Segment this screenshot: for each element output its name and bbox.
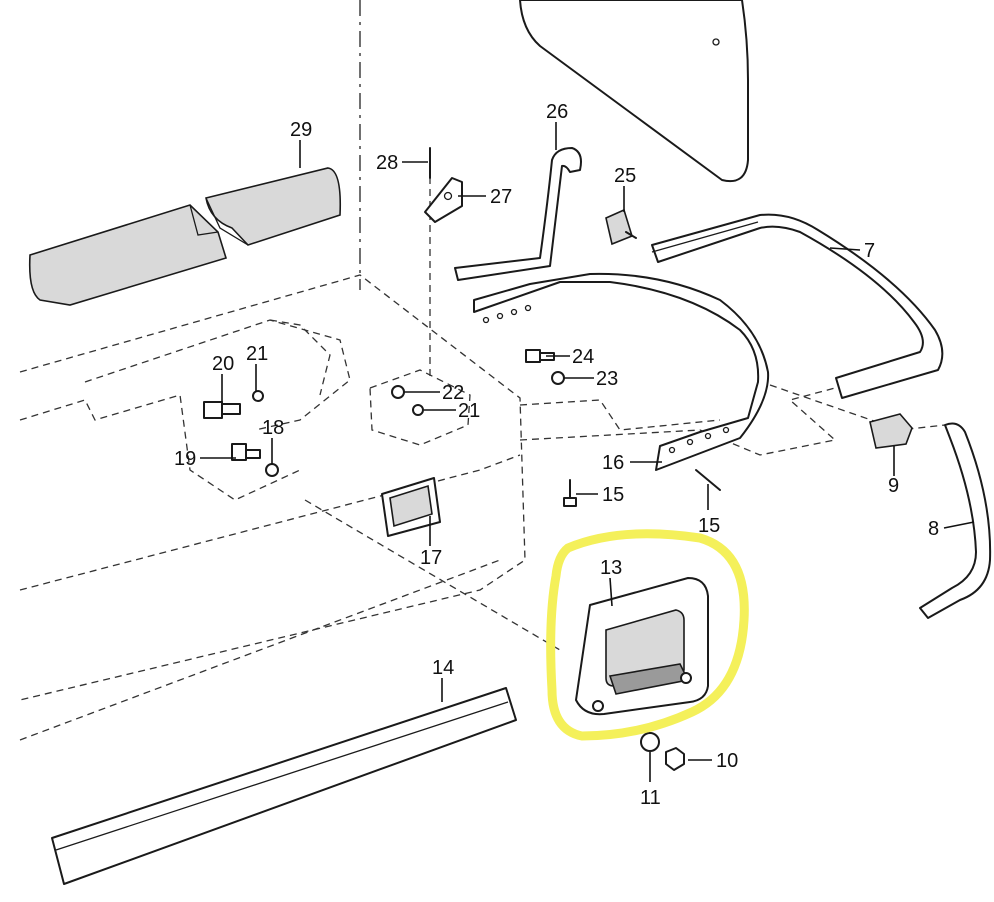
part-27-hole: [443, 191, 453, 201]
callout-28: 28: [376, 152, 398, 174]
hardware-15-screw-top: [563, 479, 577, 507]
hardware-18-washer: [265, 463, 279, 477]
part-25-clip: [605, 208, 633, 246]
callout-14: 14: [432, 657, 454, 679]
hardware-21-washer: [252, 390, 264, 402]
callout-21: 21: [246, 343, 268, 365]
callout-15: 15: [602, 484, 624, 506]
part-17-reflector: [381, 477, 441, 537]
part-25-stud: [625, 231, 637, 239]
part-16-support-bracket: [473, 272, 770, 471]
guide-line-13: [304, 499, 561, 651]
part-8-handle-rod: [919, 422, 992, 619]
hardware-10-nut: [665, 747, 685, 771]
callout-17: 17: [420, 547, 442, 569]
leader-lines: [200, 122, 975, 782]
callout-11: 11: [640, 787, 661, 809]
part-29-seat-cushion: [28, 167, 342, 306]
callout-labels: 29 28 27 26 25 7 20 21 22 21 24 23 19 18…: [174, 101, 939, 809]
hardware-11-washer: [640, 732, 660, 752]
hardware-19-bolt: [231, 443, 261, 461]
callout-26: 26: [546, 101, 568, 123]
highlight-circle: [546, 529, 749, 741]
callout-8: 8: [928, 518, 939, 540]
callout-10: 10: [716, 750, 738, 772]
door-panel-hole: [712, 38, 720, 46]
callout-15-second: 15: [698, 515, 720, 537]
hardware-22-nut: [391, 385, 405, 399]
hardware-23-washer: [551, 371, 565, 385]
callout-9: 9: [888, 475, 899, 497]
callout-18: 18: [262, 417, 284, 439]
hardware-20-bolt: [203, 401, 241, 419]
callout-22: 22: [442, 382, 464, 404]
callout-24: 24: [572, 346, 594, 368]
callout-20: 20: [212, 353, 234, 375]
guide-line-16: [519, 399, 721, 431]
part-27-bracket: [424, 177, 463, 223]
part-26-rod: [454, 147, 582, 281]
callout-25: 25: [614, 165, 636, 187]
callout-7: 7: [864, 240, 875, 262]
door-panel: [519, 0, 749, 182]
callout-19: 19: [174, 448, 196, 470]
hardware-15-screw-side: [695, 469, 721, 491]
floor-panel-outline: [19, 274, 526, 741]
callout-13: 13: [600, 557, 622, 579]
callout-27: 27: [490, 186, 512, 208]
part-14-trim-strip: [51, 687, 517, 885]
part-7-rail: [651, 221, 759, 253]
hardware-21b-washer: [412, 404, 424, 416]
part-13-step-plate: [575, 577, 709, 716]
guide-line-9: [519, 379, 866, 456]
callout-21-second: 21: [458, 400, 480, 422]
part-16-holes: [482, 304, 730, 454]
callout-16: 16: [602, 452, 624, 474]
part-9-pad: [869, 413, 913, 449]
part-7-support-bracket: [651, 213, 944, 399]
callout-23: 23: [596, 368, 618, 390]
callout-29: 29: [290, 119, 312, 141]
